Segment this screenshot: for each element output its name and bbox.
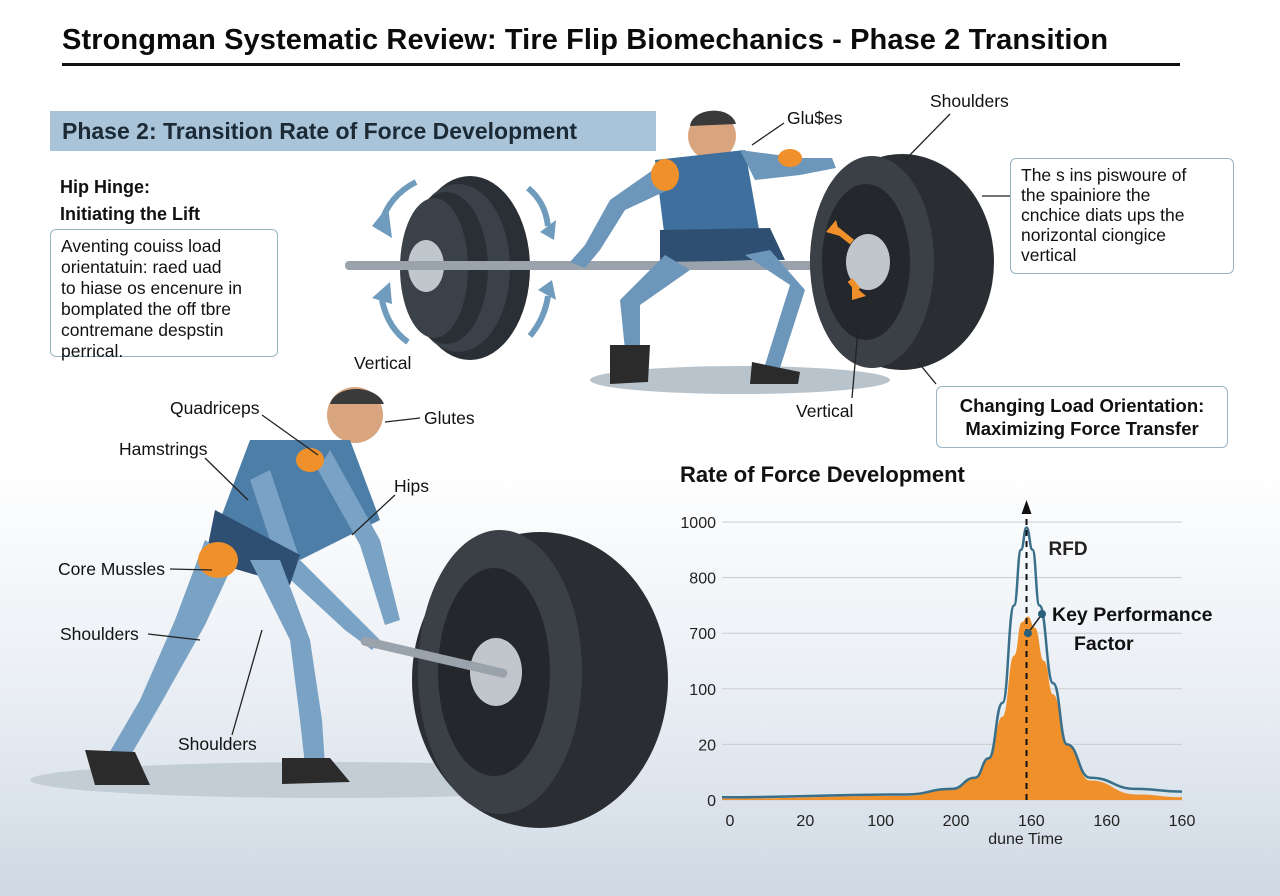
rfd-label: RFD: [1049, 539, 1088, 560]
y-tick-label: 20: [698, 737, 716, 754]
x-tick-label: 160: [1093, 813, 1120, 830]
bottom-tire: [412, 530, 668, 828]
orientation-line2: Maximizing Force Transfer: [965, 418, 1199, 439]
label-glutes-bottom: Glutes: [424, 408, 475, 428]
kpf-marker-dot: [1038, 610, 1046, 618]
leader-shoulders-bottom: [231, 629, 263, 736]
leader-orientation: [917, 361, 937, 385]
x-axis-ticks: 0 20 100 200 160 160 160: [726, 813, 1196, 830]
label-vertical-left: Vertical: [354, 353, 412, 373]
left-callout-box: Aventing couiss load orientatuin: raed u…: [50, 229, 278, 361]
peak-arrow-icon: [1021, 500, 1032, 514]
left-callout-line: perrical.: [61, 341, 124, 361]
leader-core: [169, 568, 213, 571]
left-callout-line: Aventing couiss load: [61, 236, 222, 256]
right-callout-box: The s ins piswoure of the spainiore the …: [1010, 158, 1234, 274]
y-tick-label: 0: [707, 793, 716, 810]
leader-glutes-top: [751, 122, 785, 146]
label-vertical-tire: Vertical: [796, 401, 854, 421]
left-callout-line: orientatuin: raed uad: [61, 257, 222, 277]
left-callout-line: to hiase os encenure in: [61, 278, 242, 298]
leader-shoulders-top: [904, 113, 951, 161]
kpf-marker-dot: [1023, 629, 1032, 638]
orientation-box: Changing Load Orientation: Maximizing Fo…: [936, 386, 1228, 448]
label-glutes-top: Glu$es: [787, 108, 843, 128]
x-tick-label: 100: [867, 813, 894, 830]
leader-hamstrings: [204, 457, 249, 501]
label-shoulders-bottom: Shoulders: [178, 734, 257, 754]
rfd-line-series: [721, 526, 1183, 799]
y-tick-label: 100: [689, 682, 716, 699]
label-hamstrings: Hamstrings: [119, 439, 208, 459]
right-callout-line: cnchice diats ups the: [1021, 205, 1185, 225]
kpf-label-line2: Factor: [1074, 633, 1134, 655]
x-tick-label: 160: [1018, 813, 1045, 830]
label-quadriceps: Quadriceps: [170, 398, 260, 418]
bottom-barbell: [360, 636, 508, 678]
bottom-athlete-figure: [85, 387, 400, 785]
leader-quadriceps: [261, 414, 319, 456]
leader-hips: [351, 494, 396, 536]
left-callout-line: bomplated the off tbre: [61, 299, 231, 319]
phase-banner-text: Phase 2: Transition Rate of Force Develo…: [62, 118, 578, 144]
leader-shoulders-left: [147, 633, 201, 641]
y-tick-label: 800: [689, 571, 716, 588]
hip-hinge-heading: Hip Hinge: Initiating the Lift: [60, 174, 200, 228]
top-athlete-figure: [570, 110, 836, 384]
title-divider: [62, 63, 1180, 66]
rfd-area-series: [722, 616, 1182, 800]
barbell-bar: [345, 261, 885, 270]
top-floor-shadow: [590, 366, 890, 394]
label-hips: Hips: [394, 476, 430, 496]
chart-grid: [722, 521, 1182, 801]
right-callout-line: the spainiore the: [1021, 185, 1151, 205]
rotation-arrows-icon: [372, 179, 556, 345]
orientation-line1: Changing Load Orientation:: [959, 395, 1205, 416]
top-tire: [810, 154, 994, 370]
x-tick-label: 0: [726, 813, 735, 830]
right-callout-line: norizontal ciongice: [1021, 225, 1166, 245]
label-shoulders-left: Shoulders: [60, 624, 139, 644]
right-callout-line: The s ins piswoure of: [1021, 165, 1187, 185]
leader-glutes-bottom: [384, 417, 421, 423]
label-core-muscles: Core Mussles: [58, 559, 165, 579]
right-callout-line: vertical: [1021, 245, 1077, 265]
phase-banner: Phase 2: Transition Rate of Force Develo…: [50, 111, 656, 151]
hip-hinge-line1: Hip Hinge:: [60, 177, 150, 197]
left-callout-line: contremane despstin: [61, 320, 224, 340]
kpf-label-line1: Key Performance: [1052, 604, 1213, 626]
x-tick-label: 200: [943, 813, 970, 830]
hip-hinge-line2: Initiating the Lift: [60, 204, 200, 224]
label-shoulders-top: Shoulders: [930, 91, 1009, 111]
y-tick-label: 1000: [680, 515, 716, 532]
x-axis-title: dune Time: [988, 831, 1063, 848]
leader-vertical-tire: [851, 329, 859, 399]
y-tick-label: 700: [689, 626, 716, 643]
x-tick-label: 160: [1169, 813, 1196, 830]
y-axis-ticks: 0 20 100 700 800 1000: [680, 515, 716, 810]
page-title: Strongman Systematic Review: Tire Flip B…: [62, 24, 1109, 56]
chart-title: Rate of Force Development: [680, 462, 965, 487]
x-tick-label: 20: [796, 813, 814, 830]
